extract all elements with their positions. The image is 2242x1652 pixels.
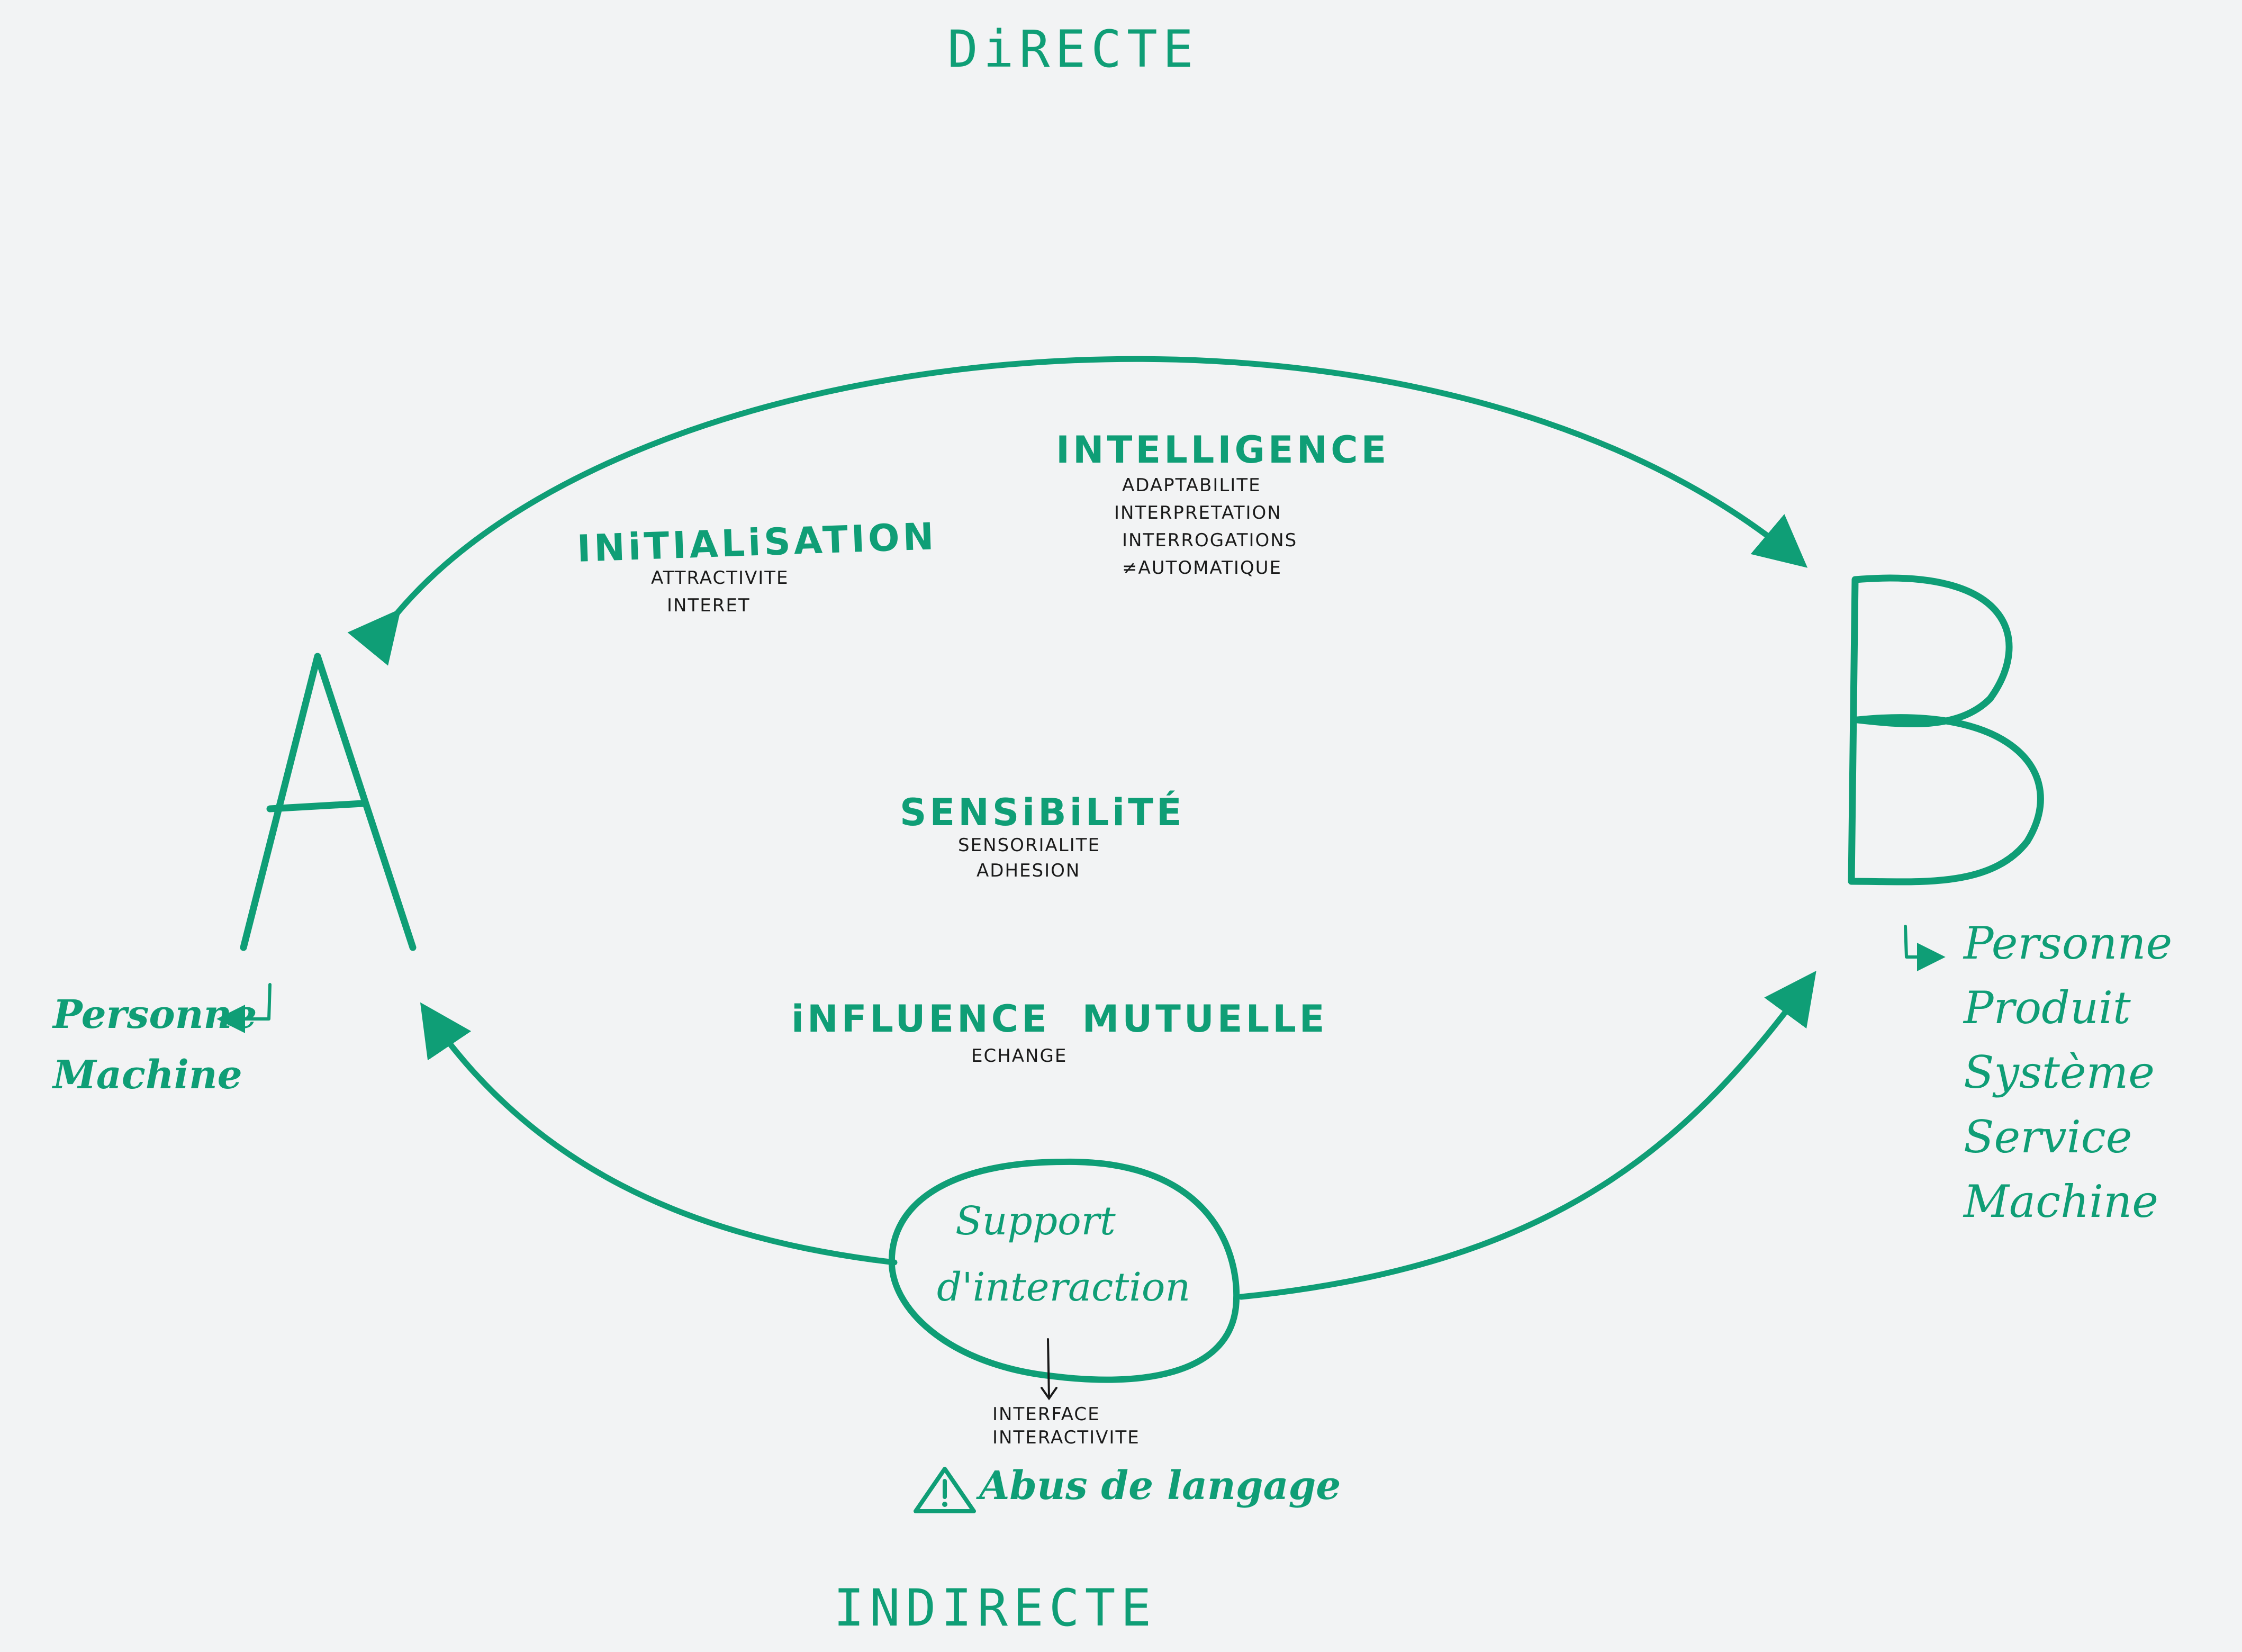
intelligence-list: ADAPTABILITE INTERPRETATION INTERROGATIO… [1114,475,1298,579]
support-item: INTERFACE [992,1404,1100,1425]
node-b-item: Personne [1964,917,2173,969]
node-b-item: Système [1964,1046,2155,1098]
sensibilite-item: SENSORIALITE [958,835,1100,856]
sensibilite-item: ADHESION [977,860,1081,881]
node-a-item: Machine [53,1052,242,1098]
initialisation-item: ATTRACTIVITE [651,567,789,589]
intelligence-item: ≠AUTOMATIQUE [1122,557,1282,579]
bottom-left-arrow [420,1002,898,1266]
node-b-item: Machine [1964,1176,2158,1227]
support-list: INTERFACE INTERACTIVITE [992,1405,1140,1447]
top-arrow [347,356,1808,666]
node-b-items: Personne Produit Système Service Machine [1964,921,2172,1224]
influence-item: ECHANGE [971,1045,1068,1067]
hook-arrow-a [216,983,272,1033]
intelligence-item: INTERPRETATION [1114,502,1282,523]
bottom-label-indirecte: INDIRECTE [834,1578,1157,1638]
node-a-items: Personne Machine [53,995,257,1095]
influence-title: iNFLUENCE MUTUELLE [791,997,1328,1041]
node-a-item: Personne [53,992,257,1037]
initialisation-list: ATTRACTIVITE INTERET [651,569,789,615]
interface-pointer-arrow [1041,1338,1057,1401]
node-b-item: Produit [1964,982,2131,1034]
support-title-line2: d'interaction [937,1265,1191,1310]
intelligence-item: ADAPTABILITE [1122,475,1261,496]
hook-arrow-b [1904,925,1946,971]
support-item: INTERACTIVITE [992,1427,1140,1448]
warning-dot [942,1502,947,1507]
support-title-line1: Support [955,1198,1116,1244]
sensibilite-title: SENSiBiLiTÉ [900,791,1185,834]
sensibilite-list: SENSORIALITE ADHESION [958,836,1100,880]
letter-a-shape [240,653,417,951]
letter-b-shape [1848,574,2044,886]
warning-text: Abus de langage [979,1463,1341,1509]
support-circle [888,1158,1240,1383]
intelligence-title: INTELLIGENCE [1056,428,1390,472]
warning-triangle-icon [914,1467,976,1513]
node-b-item: Service [1964,1111,2132,1163]
bottom-right-arrow [1238,971,1816,1300]
top-label-directe: DiRECTE [947,20,1199,79]
intelligence-item: INTERROGATIONS [1122,530,1298,551]
initialisation-item: INTERET [667,595,751,616]
